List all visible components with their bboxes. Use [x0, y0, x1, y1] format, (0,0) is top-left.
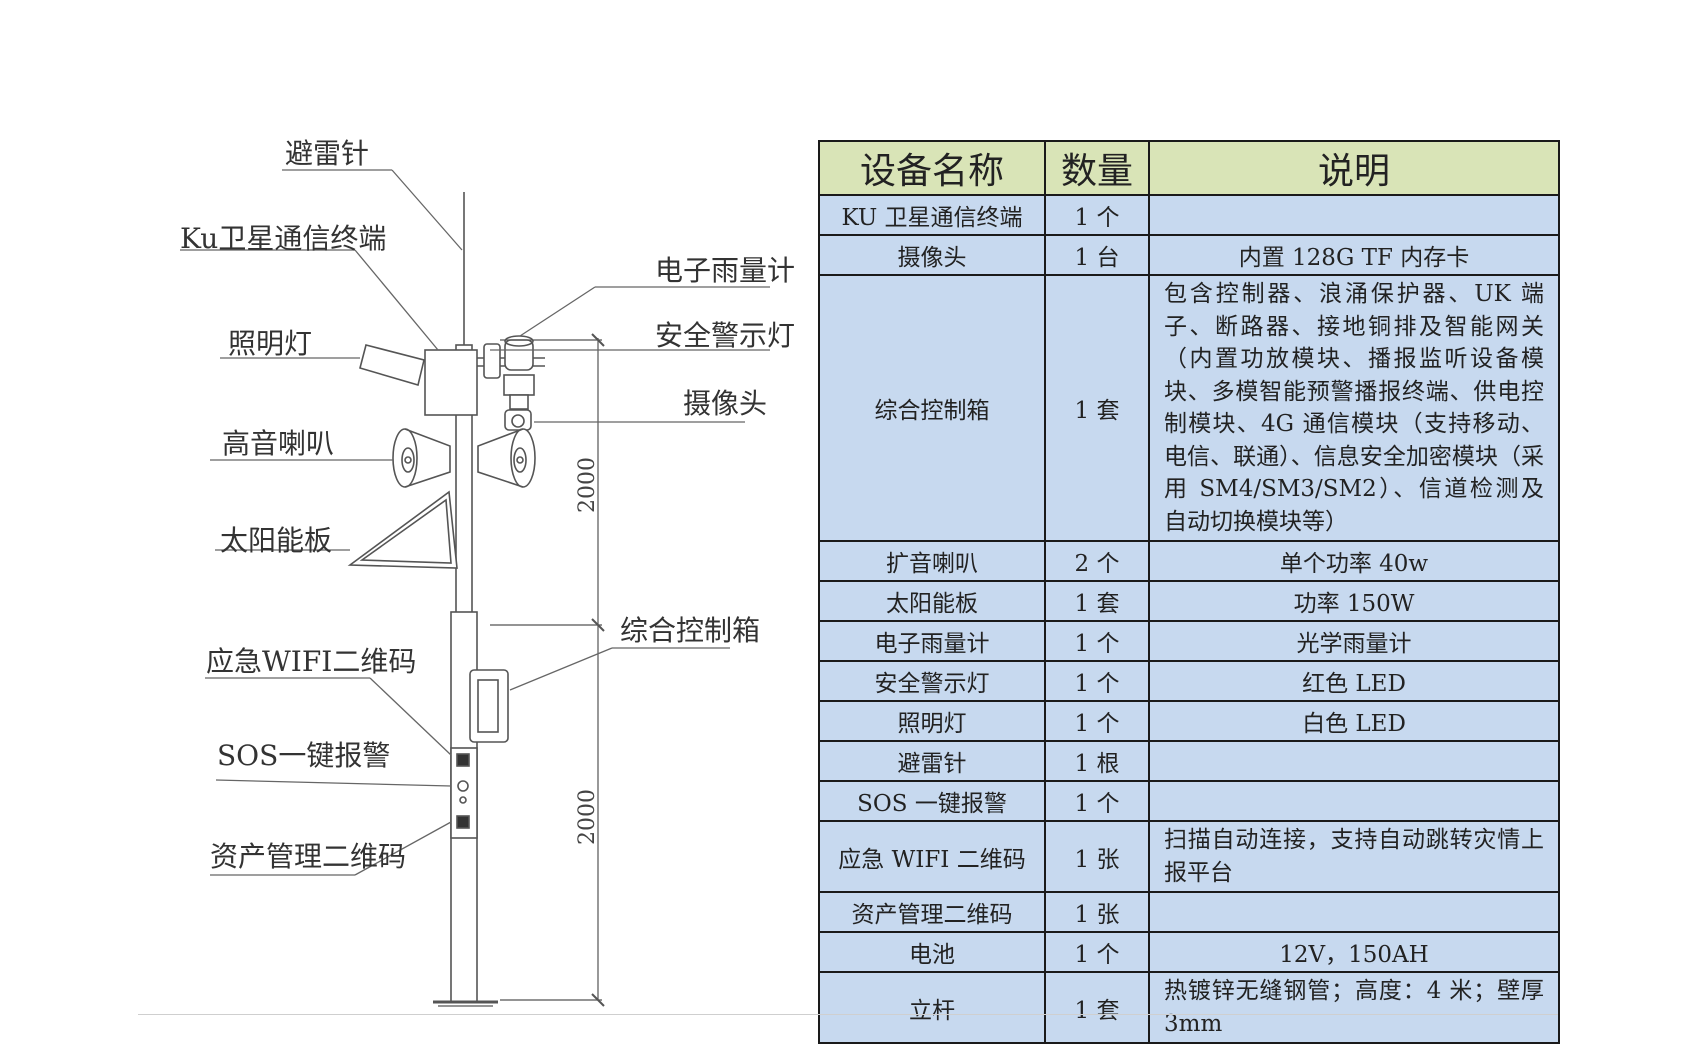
cell-desc	[1148, 740, 1560, 782]
warning-light-shape	[483, 343, 501, 379]
cell-desc: 红色 LED	[1148, 660, 1560, 702]
table-row: SOS 一键报警 1 个	[818, 780, 1560, 822]
table-row: 避雷针 1 根	[818, 740, 1560, 782]
label-lighting-lamp: 照明灯	[228, 327, 313, 360]
cell-qty: 1 套	[1044, 274, 1150, 542]
table-row: KU 卫星通信终端 1 个	[818, 194, 1560, 236]
header-device-name: 设备名称	[818, 140, 1046, 196]
label-lightning-rod: 避雷针	[285, 137, 370, 170]
table-row: 资产管理二维码 1 张	[818, 891, 1560, 933]
cell-qty: 1 个	[1044, 194, 1150, 236]
cell-desc: 内置 128G TF 内存卡	[1148, 234, 1560, 276]
cell-name: SOS 一键报警	[818, 780, 1046, 822]
cell-qty: 1 台	[1044, 234, 1150, 276]
cell-name: 立杆	[818, 971, 1046, 1044]
cell-desc: 包含控制器、浪涌保护器、UK 端子、断路器、接地铜排及智能网关（内置功放模块、播…	[1148, 274, 1560, 542]
cell-qty: 1 张	[1044, 891, 1150, 933]
cell-name: 电子雨量计	[818, 620, 1046, 662]
cell-desc: 光学雨量计	[1148, 620, 1560, 662]
dimension-lower: 2000	[575, 789, 600, 845]
lighting-lamp-shape	[359, 344, 425, 387]
label-horn: 高音喇叭	[222, 427, 335, 460]
label-rain-gauge: 电子雨量计	[655, 254, 796, 287]
cell-name: 太阳能板	[818, 580, 1046, 622]
table-row: 太阳能板 1 套 功率 150W	[818, 580, 1560, 622]
cell-desc: 12V，150AH	[1148, 931, 1560, 973]
table-row: 安全警示灯 1 个 红色 LED	[818, 660, 1560, 702]
label-warning-light: 安全警示灯	[655, 319, 796, 352]
cell-name: 扩音喇叭	[818, 540, 1046, 582]
table-row: 应急 WIFI 二维码 1 张 扫描自动连接，支持自动跳转灾情上报平台	[818, 820, 1560, 893]
cell-qty: 1 个	[1044, 660, 1150, 702]
pole-diagram: 避雷针 Ku卫星通信终端 电子雨量计 安全警示灯 照明灯 摄像头 高音喇叭 太阳…	[0, 0, 810, 1038]
cell-desc: 功率 150W	[1148, 580, 1560, 622]
header-quantity: 数量	[1044, 140, 1150, 196]
cell-name: 照明灯	[818, 700, 1046, 742]
camera-shape	[503, 374, 535, 396]
cell-name: 摄像头	[818, 234, 1046, 276]
cell-name: 资产管理二维码	[818, 891, 1046, 933]
label-control-box: 综合控制箱	[620, 614, 761, 647]
table-row: 摄像头 1 台 内置 128G TF 内存卡	[818, 234, 1560, 276]
table-row: 电池 1 个 12V，150AH	[818, 931, 1560, 973]
cell-name: KU 卫星通信终端	[818, 194, 1046, 236]
bottom-divider	[138, 1014, 1558, 1015]
table-row: 电子雨量计 1 个 光学雨量计	[818, 620, 1560, 662]
table-row: 照明灯 1 个 白色 LED	[818, 700, 1560, 742]
dimension-upper: 2000	[575, 457, 600, 513]
cell-qty: 1 个	[1044, 931, 1150, 973]
pole-drawing	[180, 169, 770, 1007]
cell-name: 应急 WIFI 二维码	[818, 820, 1046, 893]
cell-desc: 热镀锌无缝钢管；高度：4 米；壁厚 3mm	[1148, 971, 1560, 1044]
cell-name: 电池	[818, 931, 1046, 973]
equipment-spec-table: 设备名称 数量 说明 KU 卫星通信终端 1 个 摄像头 1 台 内置 128G…	[818, 140, 1560, 1044]
header-description: 说明	[1148, 140, 1560, 196]
label-solar-panel: 太阳能板	[220, 524, 333, 557]
horn-right-shape	[477, 428, 536, 488]
label-wifi-qr: 应急WIFI二维码	[206, 645, 417, 678]
cell-desc: 单个功率 40w	[1148, 540, 1560, 582]
cell-qty: 1 个	[1044, 780, 1150, 822]
cell-qty: 1 套	[1044, 580, 1150, 622]
horn-left-shape	[392, 428, 451, 488]
table-row: 综合控制箱 1 套 包含控制器、浪涌保护器、UK 端子、断路器、接地铜排及智能网…	[818, 274, 1560, 542]
label-ku-terminal: Ku卫星通信终端	[180, 222, 387, 255]
cell-qty: 1 个	[1044, 700, 1150, 742]
label-asset-qr: 资产管理二维码	[210, 840, 407, 873]
cell-name: 综合控制箱	[818, 274, 1046, 542]
table-header-row: 设备名称 数量 说明	[818, 140, 1560, 196]
ku-terminal-shape	[424, 349, 478, 416]
cell-qty: 1 套	[1044, 971, 1150, 1044]
cell-desc: 白色 LED	[1148, 700, 1560, 742]
label-sos: SOS一键报警	[217, 739, 391, 772]
cell-name: 安全警示灯	[818, 660, 1046, 702]
cell-qty: 1 个	[1044, 620, 1150, 662]
label-camera: 摄像头	[683, 387, 768, 420]
cell-desc	[1148, 194, 1560, 236]
cell-qty: 2 个	[1044, 540, 1150, 582]
cell-desc	[1148, 780, 1560, 822]
cell-qty: 1 张	[1044, 820, 1150, 893]
table-row: 扩音喇叭 2 个 单个功率 40w	[818, 540, 1560, 582]
cell-desc	[1148, 891, 1560, 933]
cell-desc: 扫描自动连接，支持自动跳转灾情上报平台	[1148, 820, 1560, 893]
table-row: 立杆 1 套 热镀锌无缝钢管；高度：4 米；壁厚 3mm	[818, 971, 1560, 1044]
cell-qty: 1 根	[1044, 740, 1150, 782]
cell-name: 避雷针	[818, 740, 1046, 782]
